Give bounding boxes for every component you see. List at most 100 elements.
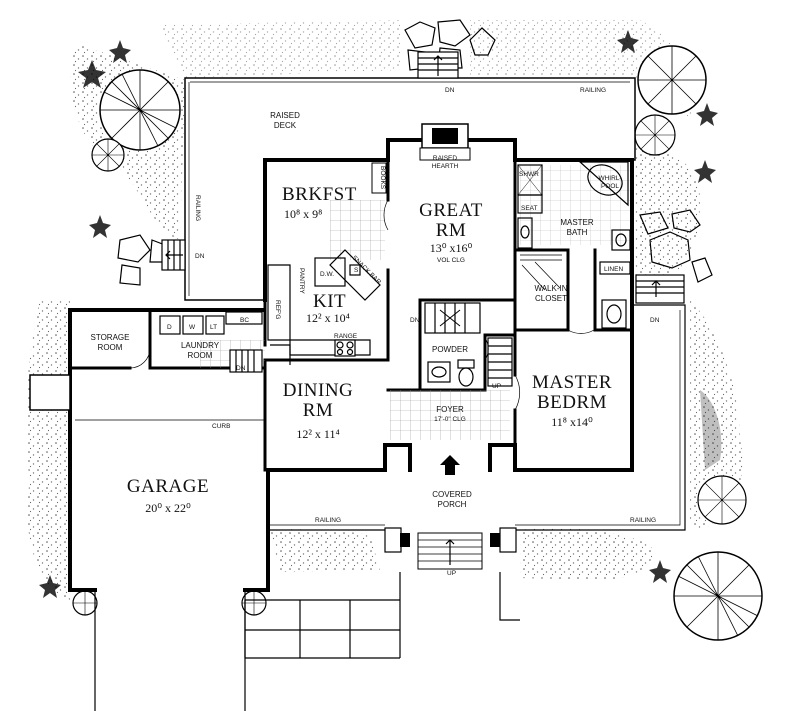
brkfst-name: BRKFST: [282, 184, 357, 205]
flagstone-walk-left: [117, 234, 166, 286]
svg-text:BEDRM: BEDRM: [537, 392, 607, 413]
side-porch-stairs: [635, 274, 685, 304]
linen-label: LINEN: [604, 266, 623, 273]
master-bedrm-name-1: MASTER: [532, 372, 612, 393]
range-label: RANGE: [334, 333, 358, 340]
storage-room-1: STORAGE: [91, 333, 130, 342]
svg-text:POOL: POOL: [601, 183, 619, 190]
main-stairs: [424, 302, 513, 387]
svg-text:RM: RM: [303, 400, 334, 421]
garage-side-bump: [29, 374, 71, 411]
great-rm-note: VOL CLG: [437, 257, 465, 264]
deck-stairs-top: [417, 51, 459, 79]
master-bath-1: MASTER: [560, 218, 594, 227]
svg-text:CLOSET: CLOSET: [535, 294, 567, 303]
room-foyer: FOYER 17'-0" CLG: [434, 405, 466, 423]
porch-railing-label-left: RAILING: [315, 517, 341, 524]
room-master-bedrm: MASTER BEDRM 11⁸ x14⁰: [532, 372, 612, 429]
svg-text:MASTER: MASTER: [560, 218, 594, 227]
svg-text:RAISED: RAISED: [270, 111, 300, 120]
covered-porch-2: PORCH: [438, 500, 467, 509]
broom-closet-label: BC: [240, 317, 249, 324]
washer-label: W: [189, 324, 196, 331]
room-master-bath: MASTER BATH: [560, 218, 594, 237]
svg-text:LAUNDRY: LAUNDRY: [181, 341, 220, 350]
svg-text:DECK: DECK: [274, 121, 297, 130]
trees: [72, 45, 763, 641]
covered-porch: [268, 304, 686, 570]
porch-railing-label-right: RAILING: [630, 517, 656, 524]
refrig-label: REF'G: [274, 300, 281, 319]
svg-text:PORCH: PORCH: [438, 500, 467, 509]
svg-text:RAISED: RAISED: [433, 155, 458, 162]
great-rm-name-2: RM: [436, 220, 467, 241]
room-brkfst: BRKFST 10⁸ x 9⁸: [282, 184, 357, 221]
svg-text:BATH: BATH: [567, 228, 588, 237]
laundry-fixtures: [159, 311, 263, 335]
laundry-room-2: ROOM: [188, 351, 213, 360]
deck-stairs-left: [161, 239, 186, 271]
svg-text:WHIRL-: WHIRL-: [598, 175, 621, 182]
walk-in-closet-2: CLOSET: [535, 294, 567, 303]
master-bath-2: BATH: [567, 228, 588, 237]
dining-rm-dim: 12² x 11⁴: [296, 427, 339, 441]
pantry-label: PANTRY: [298, 268, 305, 294]
deck-side-dn-label: DN: [195, 253, 205, 260]
svg-text:RM: RM: [436, 220, 467, 241]
kit-dim: 12² x 10⁴: [306, 311, 350, 325]
raised-deck-label-1: RAISED: [270, 111, 300, 120]
svg-text:STORAGE: STORAGE: [91, 333, 130, 342]
bath-fixtures: [517, 161, 631, 329]
storage-room-2: ROOM: [98, 343, 123, 352]
garage-dim: 20⁰ x 22⁰: [145, 501, 191, 515]
books-label: BOOKS: [379, 166, 386, 190]
master-bedrm-name-2: BEDRM: [537, 392, 607, 413]
side-porch-dn-label: DN: [650, 317, 660, 324]
room-garage: GARAGE 20⁰ x 22⁰: [127, 476, 209, 515]
svg-text:ROOM: ROOM: [188, 351, 213, 360]
foyer-name: FOYER: [436, 405, 464, 414]
deck-railing-label-left: RAILING: [194, 195, 201, 221]
master-bedrm-dim: 11⁸ x14⁰: [551, 415, 593, 429]
powder-name: POWDER: [432, 345, 468, 354]
raised-hearth-2: HEARTH: [432, 163, 459, 170]
curb-label: CURB: [212, 423, 230, 430]
porch-up-label: UP: [447, 570, 456, 577]
shower-label: SHWR: [519, 171, 539, 178]
closet-rods: [520, 254, 562, 291]
sink-label: S: [354, 267, 359, 274]
covered-porch-1: COVERED: [432, 490, 472, 499]
garage-name: GARAGE: [127, 476, 209, 497]
brkfst-dim: 10⁸ x 9⁸: [284, 207, 322, 221]
covered-porch-label: COVERED PORCH: [432, 490, 472, 509]
deck-railing-label-top: RAILING: [580, 87, 606, 94]
great-rm-dim: 13⁰ x16⁰: [430, 241, 473, 255]
room-dining-rm: DINING RM 12² x 11⁴: [283, 380, 354, 441]
room-walk-in-closet: WALK-IN CLOSET: [534, 284, 567, 303]
dryer-label: D: [167, 324, 172, 331]
stairs-dn-label: DN: [410, 317, 420, 324]
raised-deck-label-2: DECK: [274, 121, 297, 130]
room-laundry: LAUNDRY ROOM: [181, 341, 220, 360]
laundry-stairs: [229, 349, 263, 373]
laundry-dn-label: DN: [236, 365, 246, 372]
deck-stair-dn-label: DN: [445, 87, 455, 94]
kitchen-counters: [267, 249, 381, 365]
svg-text:GREAT: GREAT: [419, 200, 483, 221]
svg-text:DINING: DINING: [283, 380, 354, 401]
whirlpool-label-2: POOL: [601, 183, 619, 190]
room-great-rm: GREAT RM 13⁰ x16⁰ VOL CLG: [419, 200, 483, 264]
driveway: [94, 572, 520, 711]
svg-text:ROOM: ROOM: [98, 343, 123, 352]
dw-label: D.W.: [320, 271, 334, 278]
fireplace: RAISED HEARTH: [419, 123, 471, 170]
svg-text:MASTER: MASTER: [532, 372, 612, 393]
room-storage: STORAGE ROOM: [91, 333, 130, 352]
svg-text:HEARTH: HEARTH: [432, 163, 459, 170]
door-swings: [129, 199, 595, 411]
dining-rm-name-1: DINING: [283, 380, 354, 401]
svg-text:WALK-IN: WALK-IN: [534, 284, 567, 293]
bookshelf: BOOKS: [371, 162, 387, 194]
stairs-up-label: UP: [492, 383, 501, 390]
